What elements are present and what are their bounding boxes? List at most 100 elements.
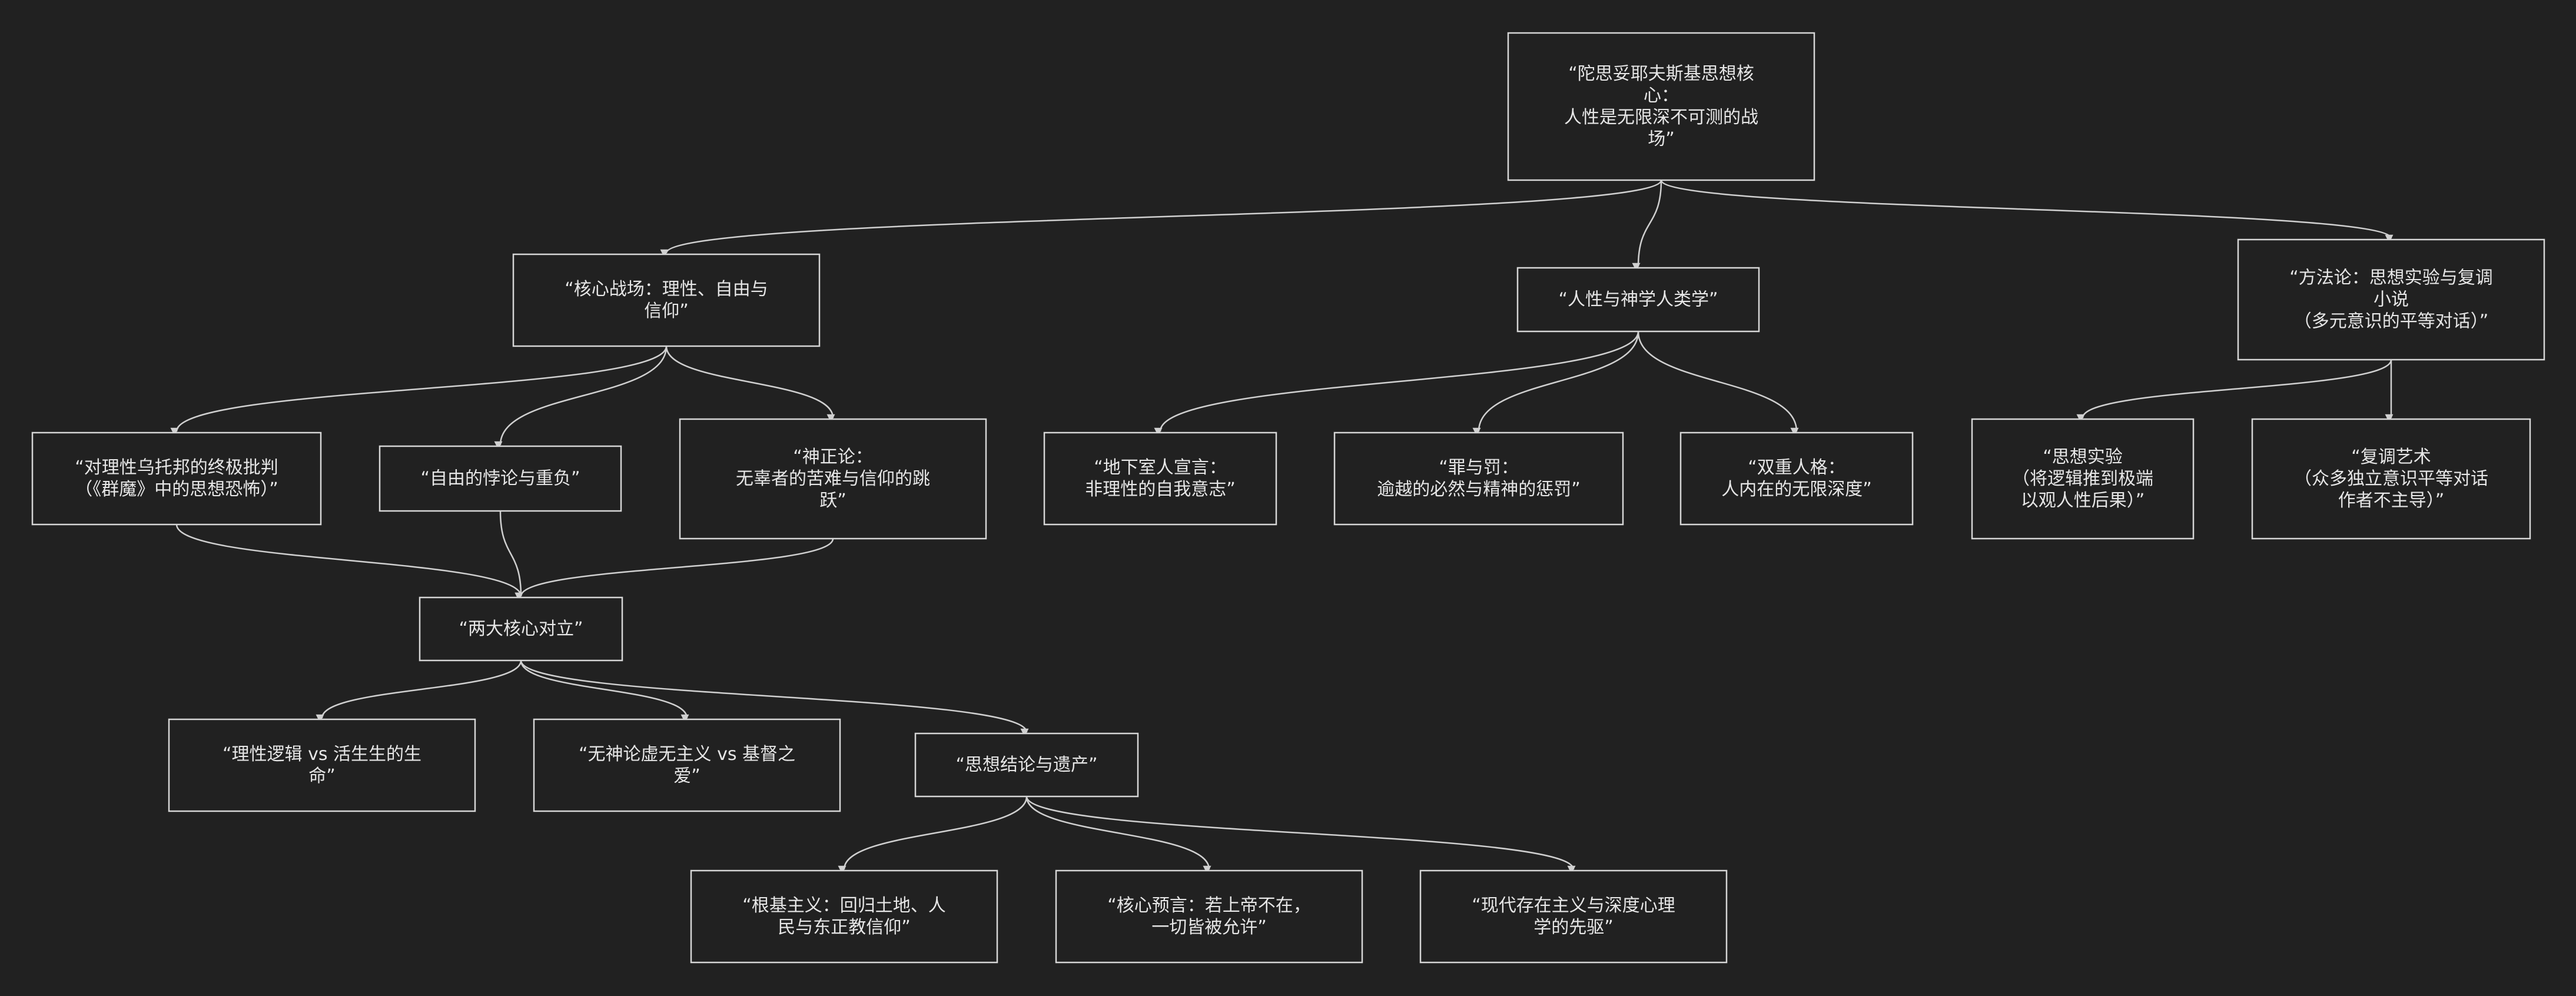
node-utopia: “对理性乌托邦的终极批判（《群魔》中的思想恐怖）” [31,431,322,526]
node-text-line: 小说 [2373,290,2409,310]
node-freedom: “自由的悖论与重负” [379,445,622,512]
node-text-line: 爱” [673,766,701,786]
edge-root-to-anthro [1632,180,1662,271]
node-box [1333,431,1624,526]
edge-anthro-to-crime [1472,331,1639,436]
node-box [1971,418,2195,540]
node-box [2251,418,2531,540]
node-text-line: 心： [1644,85,1679,106]
node-underground: “地下室人宣言：非理性的自我意志” [1043,431,1277,526]
node-opposition: “两大核心对立” [419,596,623,662]
edge-theodicy-to-opposition [514,538,834,601]
node-prophecy: “核心预言：若上帝不在，一切皆被允许” [1055,869,1363,964]
node-box [1507,32,1815,181]
node-box [1419,869,1728,964]
node-text-line: “对理性乌托邦的终极批判 [75,457,278,478]
edge-utopia-to-opposition [175,524,523,601]
node-text-line: “地下室人宣言： [1094,457,1227,478]
edge-battle-to-utopia [170,346,668,436]
node-text-line: 非理性的自我意志” [1085,479,1236,500]
node-box [1516,267,1760,333]
node-double: “双重人格：人内在的无限深度” [1679,431,1914,526]
edge-opposition-to-legacy [520,660,1029,737]
node-text-line: “无神论虚无主义 vs 基督之 [579,744,795,765]
node-text-line: “核心战场：理性、自由与 [565,279,768,300]
node-text-line: 一切皆被允许” [1151,917,1267,938]
node-box [914,732,1139,798]
node-text-line: “复调艺术 [2351,447,2431,467]
node-text-line: “根基主义：回归土地、人 [742,895,946,916]
node-box [690,869,998,964]
node-text-line: （多元意识的平等对话）” [2294,311,2489,332]
node-text-line: 人性是无限深不可测的战 [1564,107,1758,128]
node-box [2237,238,2545,361]
node-text-line: （将逻辑推到极端 [2012,469,2153,489]
node-box [379,445,622,512]
node-text-line: “核心预言：若上帝不在， [1107,895,1311,916]
node-text-line: 场” [1648,129,1675,150]
edge-battle-to-freedom [494,346,668,450]
node-box [1043,431,1277,526]
node-text-line: （《群魔》中的思想恐怖）” [75,479,278,500]
edge-root-to-battle [660,180,1662,258]
edge-root-to-method [1660,180,2394,243]
node-box [679,418,987,540]
edge-battle-to-theodicy [665,346,835,423]
node-text-line: 以观人性后果）” [2021,490,2145,511]
node-text-line: 学的先驱” [1533,917,1614,938]
node-text-line: 民与东正教信仰” [778,917,911,938]
node-text-line: 作者不主导）” [2338,490,2445,511]
node-box [1679,431,1914,526]
edge-freedom-to-opposition [499,510,523,601]
node-text-line: 无辜者的苦难与信仰的跳 [736,469,930,489]
node-text-line: “思想实验 [2043,447,2123,467]
node-text-line: （众多独立意识平等对话 [2294,469,2488,489]
node-legacy: “思想结论与遗产” [914,732,1139,798]
node-text-line: “思想结论与遗产” [955,755,1097,775]
edge-anthro-to-underground [1154,331,1639,436]
edge-opposition-to-nihilism_vs_love [520,660,689,723]
node-box [419,596,623,662]
node-text-line: 跃” [819,490,847,511]
edge-legacy-to-modern [1025,796,1576,874]
edge-opposition-to-logic_vs_life [316,660,522,723]
node-text-line: “自由的悖论与重负” [420,469,580,489]
edge-anthro-to-double [1637,331,1799,436]
node-box [168,718,476,812]
node-text-line: “两大核心对立” [459,619,583,639]
node-text-line: “人性与神学人类学” [1558,290,1718,310]
node-text-line: “双重人格： [1748,457,1845,478]
node-text-line: “理性逻辑 vs 活生生的生 [223,744,421,765]
node-anthro: “人性与神学人类学” [1516,267,1760,333]
node-text-line: “罪与罚： [1439,457,1519,478]
edge-layer [170,180,2394,874]
node-text-line: “现代存在主义与深度心理 [1472,895,1675,916]
node-text-line: “方法论：思想实验与复调 [2289,268,2493,288]
edge-method-to-experiment [2076,359,2392,423]
node-text-line: 命” [308,766,336,786]
node-text-line: “神正论： [793,447,873,467]
node-text-line: 信仰” [644,301,689,321]
node-box [533,718,841,812]
edge-legacy-to-soil [838,796,1028,874]
node-text-line: 人内在的无限深度” [1721,479,1872,500]
node-box [1055,869,1363,964]
edge-legacy-to-prophecy [1025,796,1211,874]
node-box [31,431,322,526]
node-text-line: 逾越的必然与精神的惩罚” [1377,479,1581,500]
node-text-line: “陀思妥耶夫斯基思想核 [1568,64,1754,84]
node-crime: “罪与罚：逾越的必然与精神的惩罚” [1333,431,1624,526]
node-box [512,253,821,347]
